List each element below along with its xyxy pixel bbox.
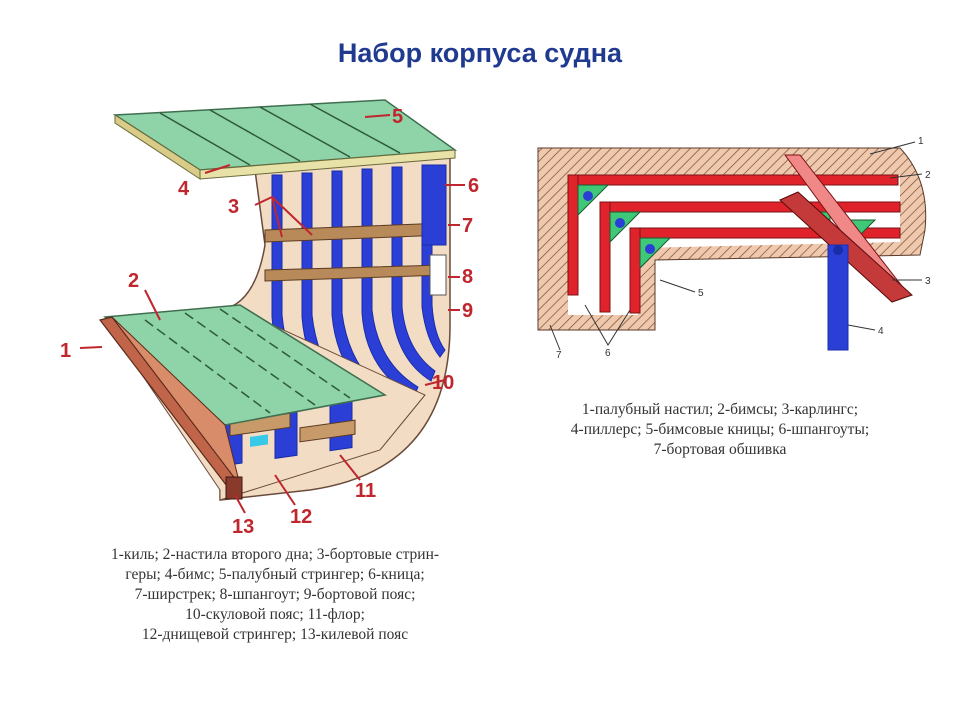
caption-line: 10-скуловой пояс; 11-флор;	[185, 606, 365, 623]
label-3: 3	[925, 276, 931, 287]
label-2: 2	[925, 170, 931, 181]
label-11: 11	[355, 480, 376, 502]
label-6: 6	[605, 348, 611, 359]
label-1: 1	[918, 136, 924, 147]
deck-framing-illustration: 1 2 3 4 5 6 7	[537, 136, 931, 361]
callout-labels: 5 4 3 6 7 8 9 10 2 1 11 12 13	[60, 106, 479, 538]
caption-line: геры; 4-бимс; 5-палубный стрингер; 6-кни…	[125, 566, 425, 583]
leader-lines	[79, 114, 465, 514]
label-4: 4	[878, 326, 884, 337]
pillar	[827, 244, 849, 351]
beam	[599, 201, 901, 213]
lightening-hole	[250, 434, 268, 447]
beam	[567, 174, 899, 186]
label-3: 3	[228, 196, 239, 218]
hull-framing-illustration: 5 4 3 6 7 8 9 10 2 1 11 12 13	[60, 99, 479, 538]
keel-end	[225, 476, 243, 500]
keel-strake	[111, 316, 241, 486]
frames-group	[567, 174, 641, 314]
bottom-girder	[299, 419, 356, 443]
label-13: 13	[232, 516, 254, 535]
label-6: 6	[468, 175, 479, 197]
frame	[629, 227, 641, 314]
label-7: 7	[462, 215, 473, 237]
label-8: 8	[462, 266, 473, 288]
bracket	[429, 254, 447, 296]
sheer-strake	[421, 164, 447, 246]
frame	[599, 201, 611, 313]
caption-line: 1-палубный настил; 2-бимсы; 3-карлингс;	[581, 401, 859, 418]
caption-line: 7-бортовая обшивка	[653, 441, 787, 458]
caption-line: 12-днищевой стрингер; 13-килевой пояс	[141, 626, 409, 643]
frame	[567, 174, 579, 296]
label-5: 5	[392, 106, 403, 128]
label-10: 10	[432, 372, 454, 394]
deck-framing-diagram: 1 2 3 4 5 6 7	[530, 130, 950, 390]
leader-lines	[549, 141, 923, 351]
inner-bottom-lines	[144, 308, 351, 414]
deck-plank-lines	[159, 103, 401, 166]
left-diagram-caption: 1-киль; 2-настила второго дна; 3-бортовы…	[55, 545, 495, 645]
hull-framing-diagram: 5 4 3 6 7 8 9 10 2 1 11 12 13	[50, 95, 500, 538]
caption-line: 4-пиллерс; 5-бимсовые кницы; 6-шпангоуты…	[570, 421, 870, 438]
label-2: 2	[128, 270, 139, 292]
page-title: Набор корпуса судна	[337, 38, 623, 68]
label-5: 5	[698, 288, 704, 299]
callout-labels: 1 2 3 4 5 6 7	[556, 136, 931, 361]
label-1: 1	[60, 340, 71, 362]
caption-line: 7-ширстрек; 8-шпангоут; 9-бортовой пояс;	[134, 586, 416, 603]
right-diagram-caption: 1-палубный настил; 2-бимсы; 3-карлингс; …	[530, 400, 910, 460]
frame	[391, 166, 436, 382]
label-9: 9	[462, 300, 473, 322]
label-4: 4	[178, 178, 190, 200]
deck-edge-side	[114, 114, 201, 180]
caption-line: 1-киль; 2-настила второго дна; 3-бортовы…	[110, 546, 440, 563]
label-12: 12	[290, 506, 312, 528]
label-7: 7	[556, 350, 562, 361]
